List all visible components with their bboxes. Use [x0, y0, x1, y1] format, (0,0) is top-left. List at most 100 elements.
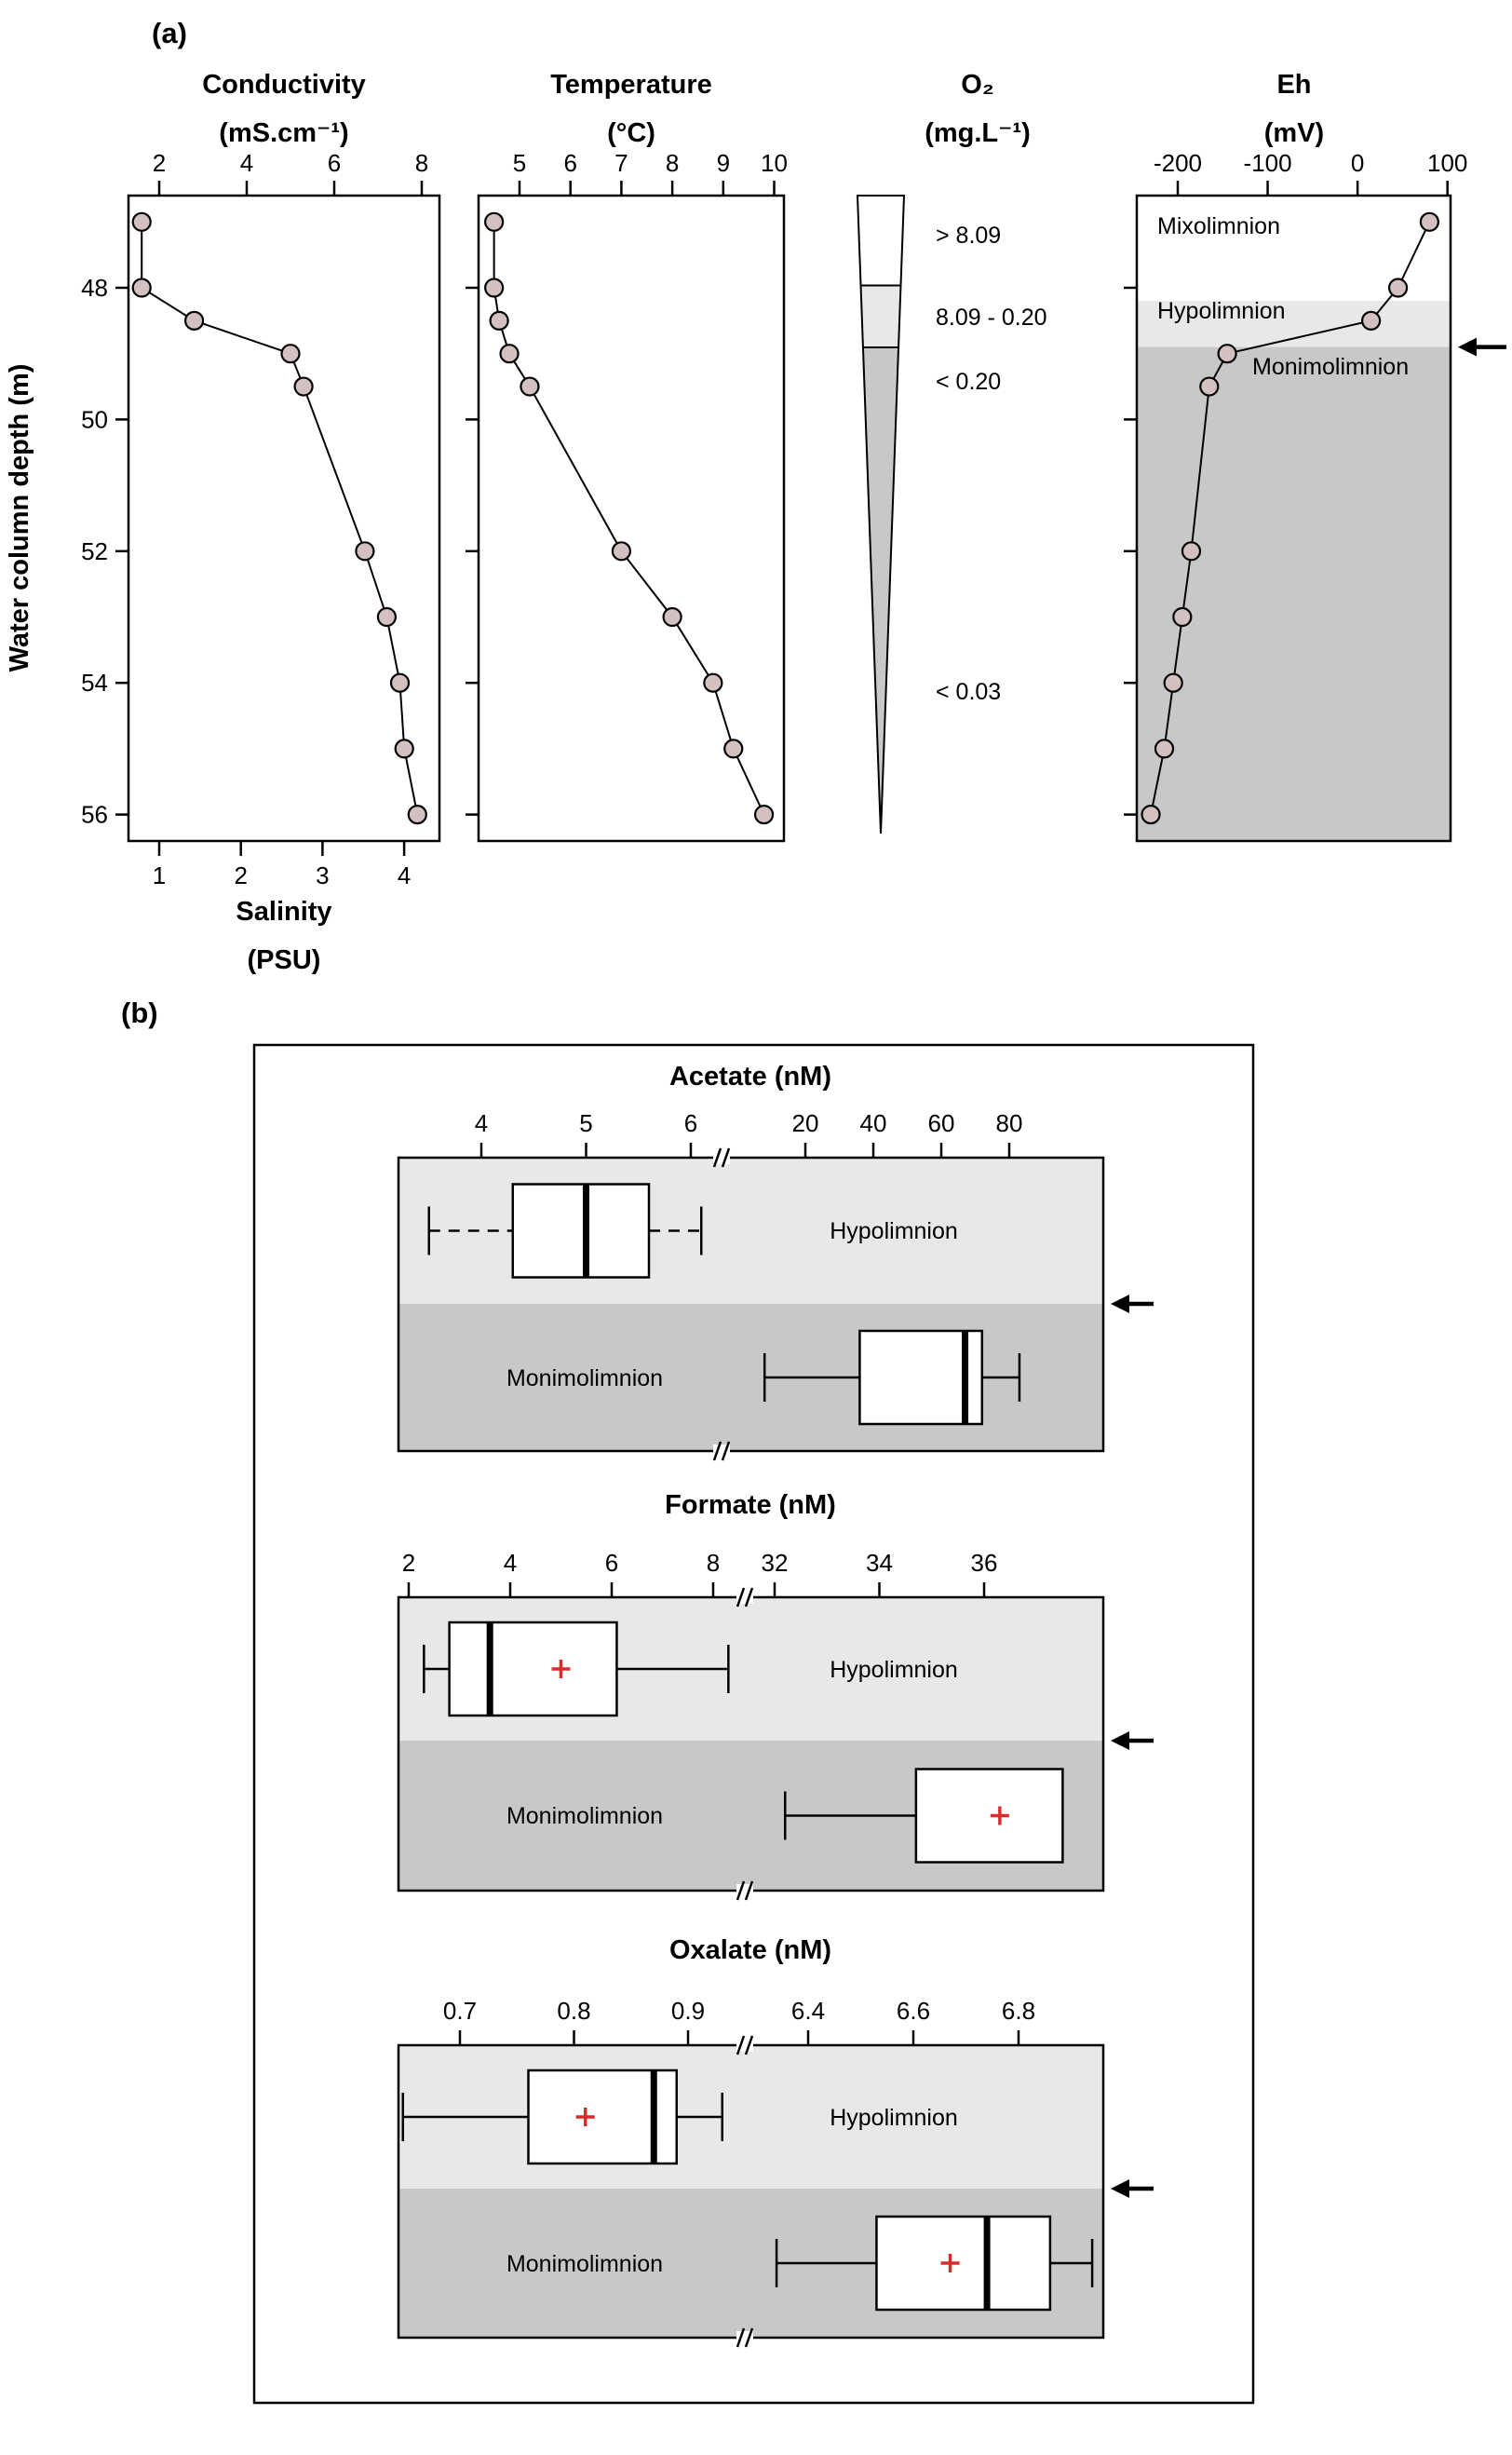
o2-wedge-outline: [856, 195, 906, 834]
depth-axis-label: Water column depth (m): [5, 364, 34, 672]
chemocline-arrow-head: [1111, 1295, 1129, 1313]
top-axis-tick-label: 5: [513, 149, 526, 177]
data-point: [489, 310, 509, 331]
chemocline-arrow-head: [1111, 2179, 1129, 2198]
axis-tick-label: 6.8: [1002, 1997, 1035, 2025]
data-point: [394, 739, 414, 759]
temperature-title: Temperature: [550, 70, 712, 100]
profile-line: [493, 222, 765, 816]
oxygen-title: O₂: [961, 70, 993, 100]
temperature-unit: (°C): [607, 118, 655, 148]
data-point: [1154, 739, 1175, 759]
plot-frame: [477, 194, 786, 843]
formate-monimolimnion-label: Monimolimnion: [506, 1803, 663, 1829]
panel-b: (b) Acetate (nM) Formate (nM) Oxalate (n…: [121, 997, 1255, 2405]
acetate-monimolimnion-label: Monimolimnion: [506, 1365, 663, 1391]
oxalate-hypolimnion-label: Hypolimnion: [830, 2105, 958, 2131]
profile-line: [1150, 221, 1431, 815]
axis-break-mark: [721, 1441, 731, 1461]
data-point: [484, 278, 505, 298]
hypolimnion-band: [398, 1158, 1103, 1304]
axis-tick-label: 80: [996, 1109, 1023, 1137]
axis-tick-label: 40: [860, 1109, 887, 1137]
data-point: [662, 606, 682, 628]
top-axis-tick-label: -200: [1154, 149, 1202, 177]
depth-tick-label: 56: [81, 801, 108, 829]
top-axis-tick-label: 8: [415, 149, 428, 177]
eh-title: Eh: [1276, 70, 1311, 100]
top-axis-tick-label: 9: [717, 149, 730, 177]
o2-section-mid: [860, 285, 901, 347]
data-point: [1361, 310, 1382, 331]
top-axis-tick-label: 6: [328, 149, 341, 177]
axis-break-mark: [736, 2035, 746, 2055]
plot-frame: [127, 194, 441, 843]
salinity-label: Salinity: [236, 897, 331, 927]
axis-break-mark: [712, 1441, 722, 1461]
conductivity-title: Conductivity: [202, 70, 366, 100]
zone-band-2: [1137, 346, 1451, 841]
bottom-axis-tick-label: 4: [398, 861, 411, 889]
box-iqr: [448, 1621, 618, 1717]
plot-frame: [1135, 194, 1452, 843]
data-point: [703, 672, 723, 693]
axis-break-mark: [736, 1880, 746, 1901]
formate-hypolimnion-label: Hypolimnion: [830, 1657, 958, 1683]
hypolimnion-label: Hypolimnion: [1157, 298, 1286, 324]
axis-tick-label: 0.8: [557, 1997, 590, 2025]
axis-tick-label: 6.4: [791, 1997, 825, 2025]
oxalate-title: Oxalate (nM): [669, 1935, 831, 1965]
depth-tick-label: 50: [81, 405, 108, 433]
axis-tick-label: 5: [579, 1109, 592, 1137]
panel-a: (a) Water column depth (m) Conductivity …: [5, 17, 1506, 975]
data-point: [131, 211, 152, 232]
axis-break-mark: [736, 2327, 746, 2348]
axis-tick-label: 0.7: [443, 1997, 477, 2025]
data-point: [1172, 606, 1193, 628]
data-point: [280, 344, 301, 364]
o2-section-high: [857, 196, 904, 286]
depth-tick-label: 48: [81, 274, 108, 302]
data-point: [1141, 804, 1161, 825]
box-iqr: [875, 2215, 1052, 2312]
data-point: [1181, 541, 1202, 562]
bottom-axis-tick-label: 3: [316, 861, 329, 889]
oxygen-unit: (mg.L⁻¹): [925, 118, 1031, 148]
data-point: [611, 541, 632, 562]
oxygen-wedge-legend: [856, 195, 906, 834]
plot-frame: [397, 1156, 1105, 1453]
data-point: [1387, 278, 1409, 298]
eh-unit: (mV): [1264, 118, 1324, 148]
data-point: [293, 376, 314, 397]
top-axis-tick-label: 4: [240, 149, 253, 177]
axis-tick-label: 32: [762, 1549, 789, 1577]
box-iqr: [858, 1329, 984, 1426]
panel-a-label: (a): [152, 17, 187, 49]
top-axis-tick-label: 10: [761, 149, 788, 177]
box-iqr: [914, 1768, 1064, 1864]
depth-tick-label: 52: [81, 537, 108, 565]
bottom-axis-tick-label: 1: [153, 861, 166, 889]
axis-tick-label: 6.6: [897, 1997, 930, 2025]
formate-title: Formate (nM): [665, 1490, 836, 1520]
salinity-unit: (PSU): [248, 945, 321, 975]
acetate-hypolimnion-label: Hypolimnion: [830, 1218, 958, 1244]
axis-tick-label: 8: [707, 1549, 720, 1577]
axis-break-mark: [744, 2035, 754, 2055]
o2-class-label-1: > 8.09: [936, 223, 1001, 249]
axis-break-mark: [736, 1587, 746, 1607]
data-point: [499, 344, 520, 364]
box-iqr: [511, 1183, 651, 1279]
axis-tick-label: 36: [971, 1549, 998, 1577]
data-point: [355, 541, 375, 562]
axis-tick-label: 20: [792, 1109, 819, 1137]
mixolimnion-label: Mixolimnion: [1157, 213, 1280, 239]
axis-tick-label: 60: [928, 1109, 955, 1137]
